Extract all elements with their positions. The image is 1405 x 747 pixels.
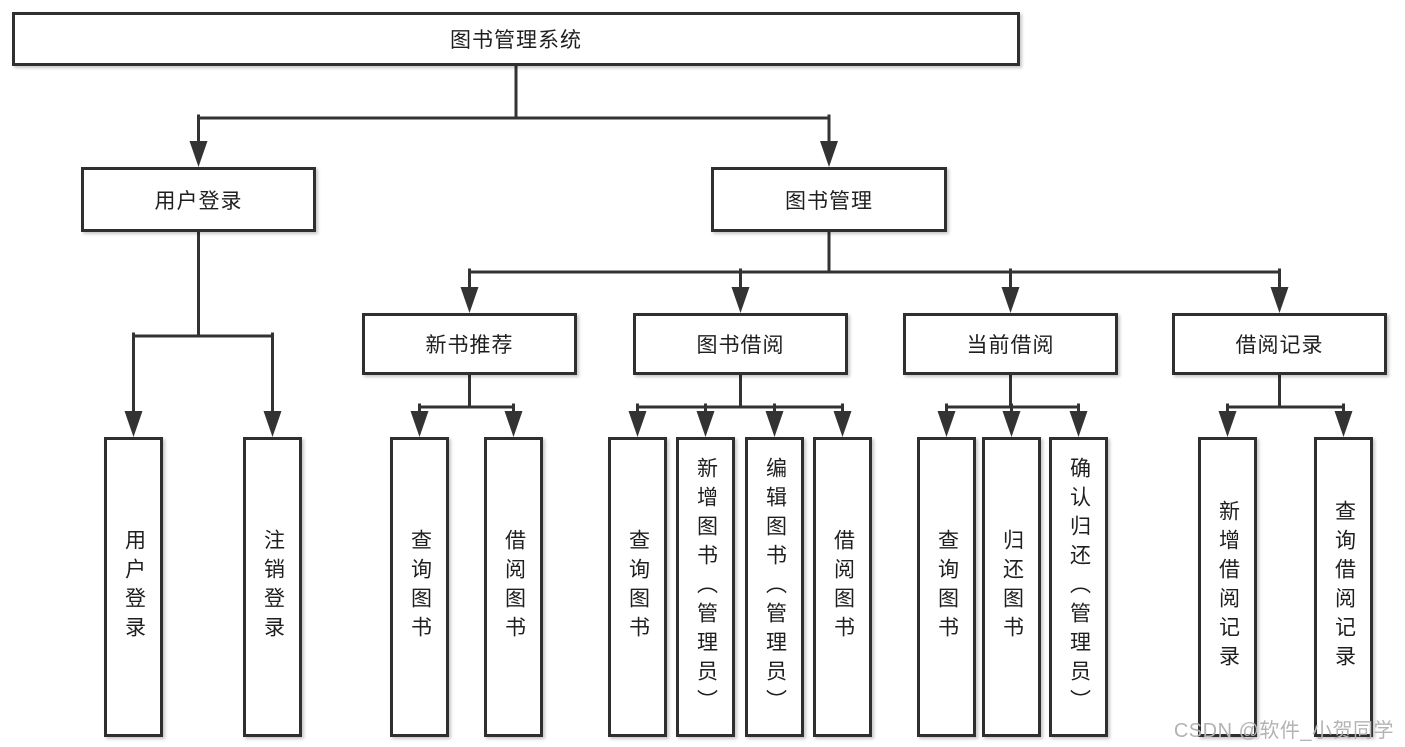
- leaf-current-return-books: 归还图书: [982, 437, 1041, 737]
- leaf-current-confirm-return-admin: 确认归还（管理员）: [1049, 437, 1108, 737]
- node-current-borrowing: 当前借阅: [903, 313, 1118, 375]
- node-borrowing-records: 借阅记录: [1172, 313, 1387, 375]
- leaf-borrowing-query-books: 查询图书: [608, 437, 667, 737]
- node-book-borrowing: 图书借阅: [633, 313, 848, 375]
- leaf-borrowing-add-books-admin: 新增图书（管理员）: [676, 437, 735, 737]
- node-book-management: 图书管理: [711, 167, 947, 232]
- csdn-watermark: CSDN @软件_小贺同学: [1173, 720, 1394, 742]
- leaf-logout: 注销登录: [243, 437, 302, 737]
- node-user-login: 用户登录: [81, 167, 316, 232]
- leaf-records-add-borrow-record: 新增借阅记录: [1198, 437, 1257, 737]
- node-new-book-recommend: 新书推荐: [362, 313, 577, 375]
- leaf-current-query-books: 查询图书: [917, 437, 976, 737]
- leaf-user-login: 用户登录: [104, 437, 163, 737]
- leaf-newbook-borrow-books: 借阅图书: [484, 437, 543, 737]
- node-library-management-system: 图书管理系统: [12, 12, 1020, 66]
- leaf-newbook-query-books: 查询图书: [390, 437, 449, 737]
- arrowheads: [124, 141, 1353, 437]
- leaf-borrowing-edit-books-admin: 编辑图书（管理员）: [745, 437, 804, 737]
- leaf-borrowing-borrow-books: 借阅图书: [813, 437, 872, 737]
- leaf-records-query-borrow-record: 查询借阅记录: [1314, 437, 1373, 737]
